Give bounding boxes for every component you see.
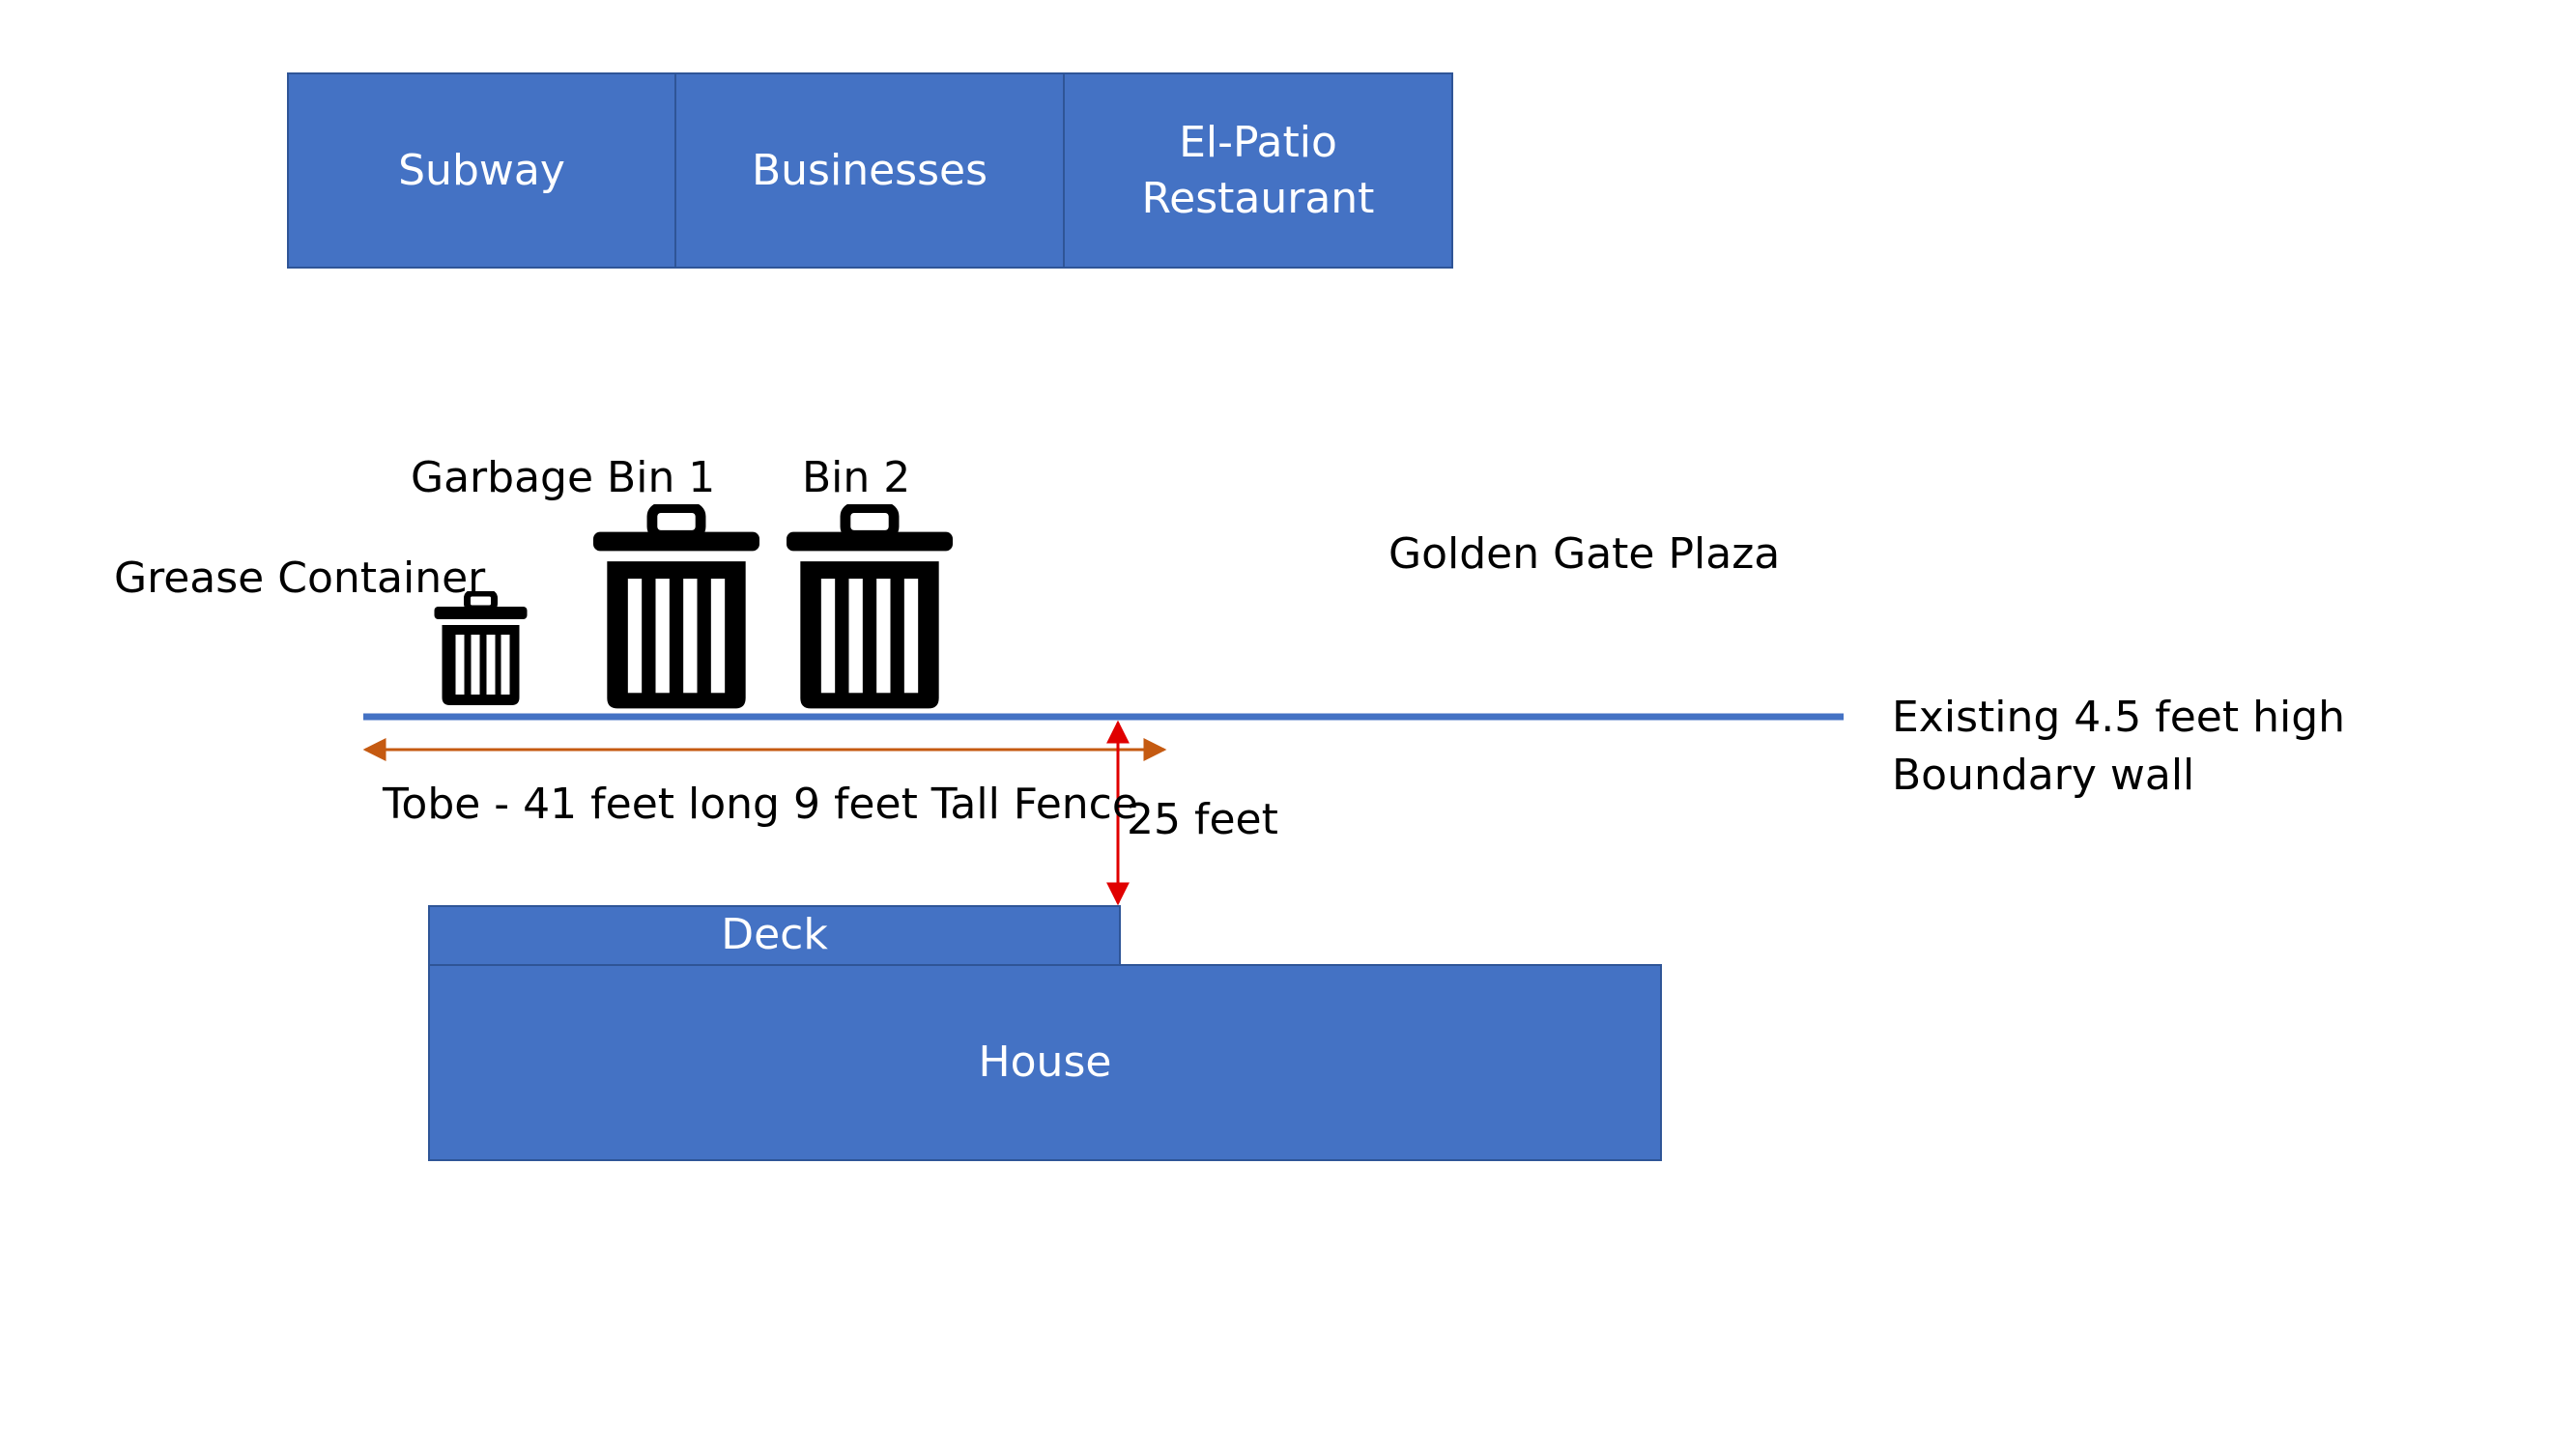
distance-label: 25 feet (1127, 795, 1278, 844)
deck-label: Deck (721, 910, 828, 959)
trash-can-icon (431, 591, 530, 707)
store-label: El-Patio Restaurant (1141, 117, 1375, 223)
house-label: House (978, 1037, 1112, 1087)
store-subway: Subway (287, 72, 676, 269)
golden-gate-plaza-label: Golden Gate Plaza (1388, 529, 1781, 579)
house: House (428, 964, 1662, 1161)
garbage-bin-1-label: Garbage Bin 1 (411, 453, 716, 502)
grease-container-label: Grease Container (114, 554, 486, 603)
bin-2-label: Bin 2 (802, 453, 911, 502)
store-label: Businesses (751, 145, 988, 195)
trash-can-icon (587, 504, 765, 712)
store-label: Subway (398, 145, 565, 195)
fence-label: Tobe - 41 feet long 9 feet Tall Fence (383, 780, 1138, 829)
trash-can-icon (781, 504, 959, 712)
boundary-wall-label-line1: Existing 4.5 feet high (1892, 693, 2346, 742)
store-businesses: Businesses (674, 72, 1065, 269)
boundary-wall-label: Existing 4.5 feet high Boundary wall (1892, 689, 2345, 805)
deck: Deck (428, 905, 1121, 966)
boundary-wall-label-line2: Boundary wall (1892, 751, 2195, 800)
store-el-patio-restaurant: El-Patio Restaurant (1063, 72, 1453, 269)
